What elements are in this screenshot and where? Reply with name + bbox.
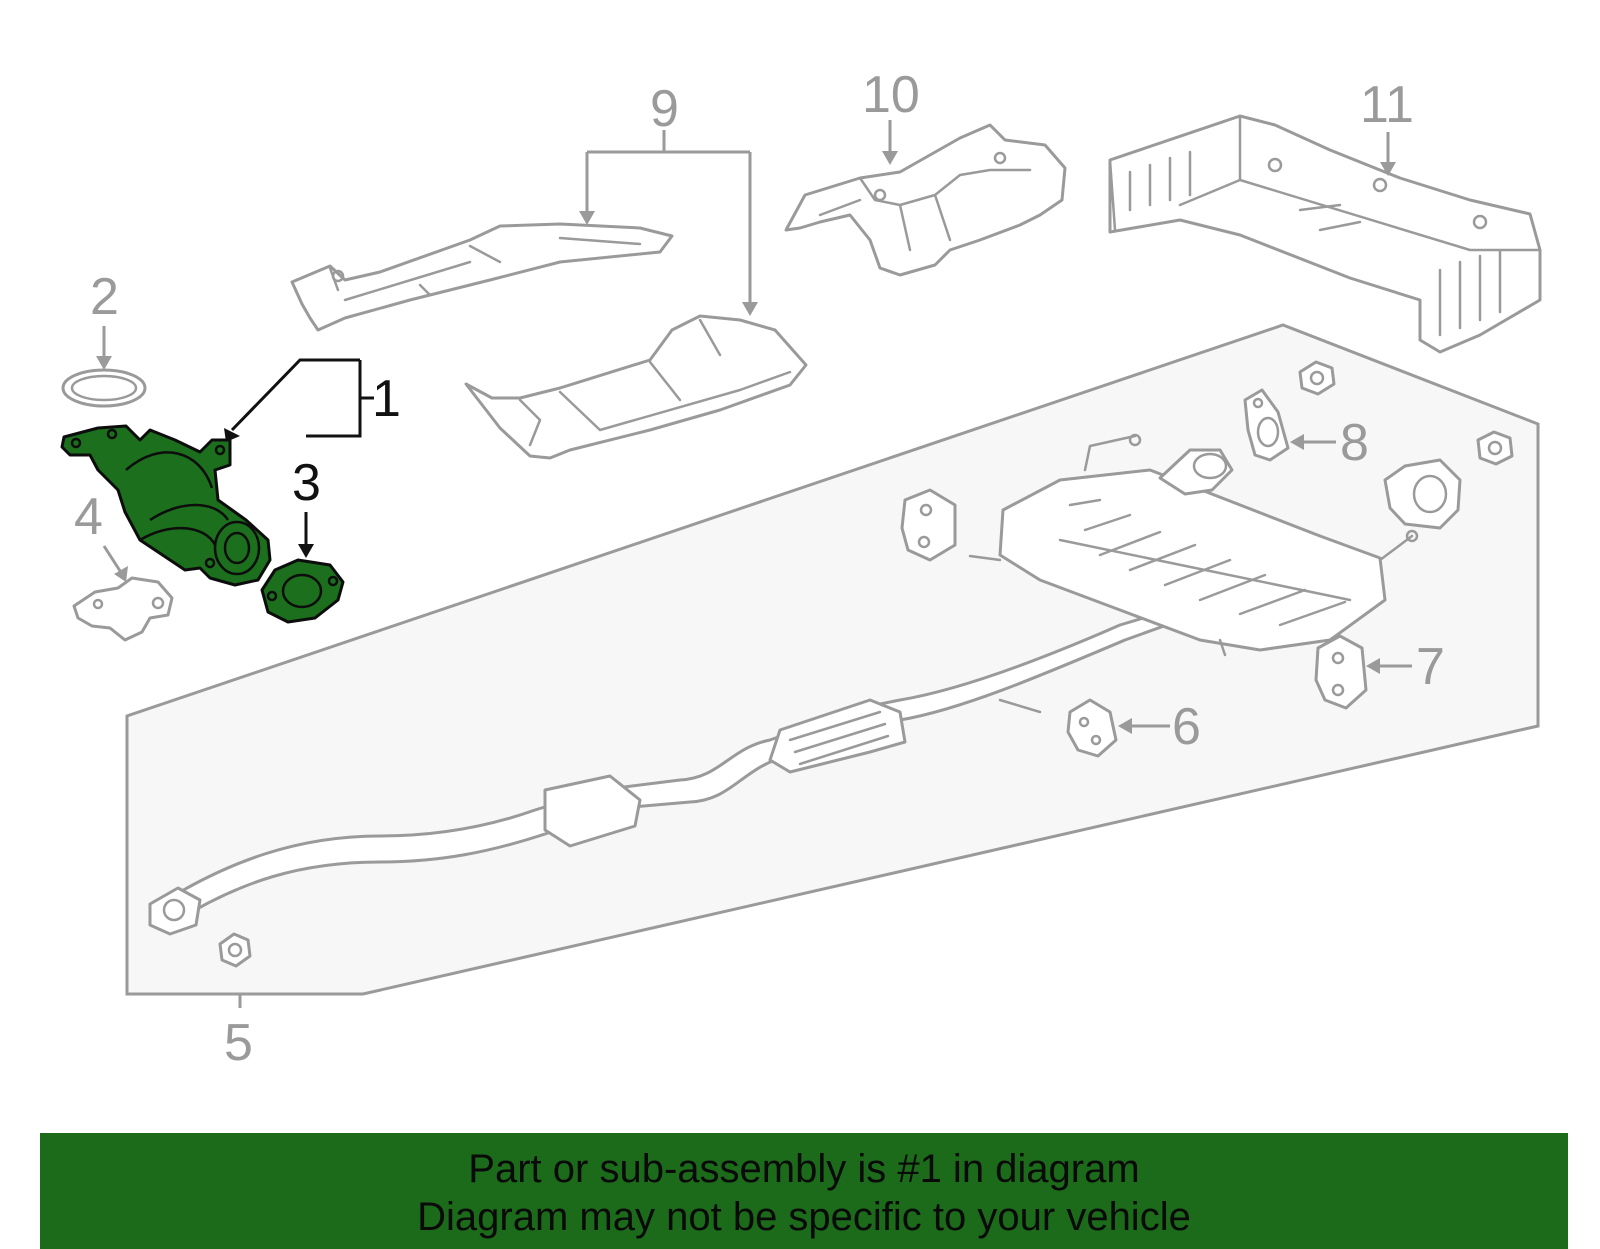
callout-1[interactable]: 1 [372, 370, 401, 428]
nut-right[interactable] [1476, 430, 1514, 466]
catalytic-converter-1[interactable] [60, 424, 272, 587]
banner-line-1: Part or sub-assembly is #1 in diagram [468, 1147, 1140, 1191]
banner-line-2: Diagram may not be specific to your vehi… [417, 1195, 1191, 1239]
callout-3[interactable]: 3 [292, 454, 321, 512]
heat-shield-9-upper[interactable] [290, 222, 674, 332]
callout-5[interactable]: 5 [224, 1014, 253, 1072]
gasket-3[interactable] [260, 558, 345, 624]
leader-1 [224, 358, 374, 442]
callout-10[interactable]: 10 [862, 66, 920, 124]
callout-9[interactable]: 9 [650, 80, 679, 138]
callout-6[interactable]: 6 [1172, 698, 1201, 756]
leader-9 [579, 130, 758, 316]
leader-8 [1290, 434, 1336, 450]
heat-shield-9-lower[interactable] [464, 314, 808, 460]
nut-upper[interactable] [1298, 360, 1336, 396]
callout-11[interactable]: 11 [1360, 76, 1414, 134]
callout-7[interactable]: 7 [1416, 638, 1445, 696]
leader-4 [102, 545, 128, 582]
heat-shield-10[interactable] [784, 123, 1067, 277]
hanger-7[interactable] [1314, 634, 1368, 710]
callout-8[interactable]: 8 [1340, 414, 1369, 472]
callout-2[interactable]: 2 [90, 268, 119, 326]
hanger-left[interactable] [900, 488, 957, 562]
insulator-6[interactable] [1066, 698, 1118, 758]
leader-10 [882, 120, 898, 165]
bracket-4[interactable] [72, 576, 174, 642]
nut-5[interactable] [218, 932, 252, 968]
info-banner: Part or sub-assembly is #1 in diagram Di… [40, 1133, 1568, 1249]
hanger-8[interactable] [1243, 388, 1290, 462]
insulator-right[interactable] [1383, 458, 1462, 530]
callout-4[interactable]: 4 [74, 488, 103, 546]
leader-7 [1366, 658, 1412, 674]
underbody-shield-11[interactable] [1108, 114, 1542, 354]
leader-3 [298, 512, 314, 558]
leader-2 [96, 326, 112, 370]
exhaust-system-5[interactable] [148, 433, 1419, 936]
leader-6 [1118, 718, 1170, 734]
gasket-2[interactable] [61, 368, 147, 408]
leader-11 [1380, 132, 1396, 176]
